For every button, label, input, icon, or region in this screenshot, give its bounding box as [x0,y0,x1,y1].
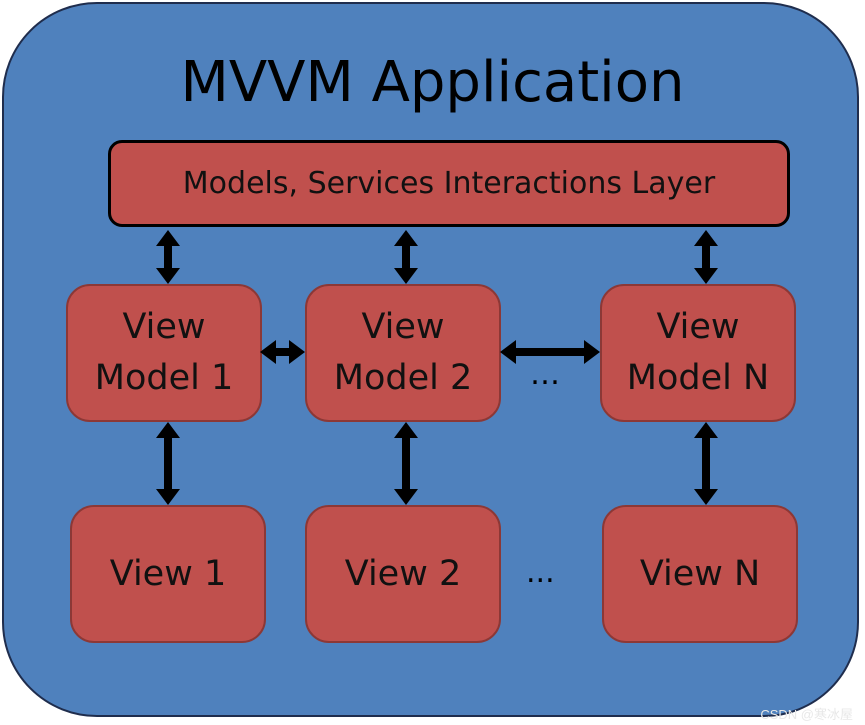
arrow-vm1-vm2 [260,340,305,364]
layer-label: Models, Services Interactions Layer [182,166,716,201]
arrow-layer-vm1 [156,230,180,284]
view-n-label: View N [639,554,761,594]
view-model-1-line2: Model 1 [94,358,234,398]
arrow-vm2-vmn [500,340,600,364]
view-model-2-line1: View [361,307,445,348]
view-model-2-box: View Model 2 [305,284,501,422]
arrow-vmn-viewn [694,422,718,505]
view-model-n-box: View Model N [600,284,796,422]
view-1-label: View 1 [109,554,227,594]
view-n-box: View N [602,505,798,643]
view-model-n-line1: View [656,307,740,348]
view-model-n-line2: Model N [626,358,770,398]
diagram-title: MVVM Application [180,50,685,115]
models-services-layer-box: Models, Services Interactions Layer [108,140,790,227]
arrow-layer-vmn [694,230,718,284]
view-model-1-box: View Model 1 [66,284,262,422]
arrow-layer-vm2 [394,230,418,284]
arrow-vm2-view2 [394,422,418,505]
view-2-label: View 2 [344,554,462,594]
view-2-box: View 2 [305,505,501,643]
arrow-vm1-view1 [156,422,180,505]
watermark: CSDN @寒冰屋 [760,707,853,722]
view-model-2-line2: Model 2 [333,358,473,398]
view-ellipsis: ... [526,555,555,590]
view-model-ellipsis: … [530,357,560,392]
view-1-box: View 1 [70,505,266,643]
view-model-1-line1: View [122,307,206,348]
